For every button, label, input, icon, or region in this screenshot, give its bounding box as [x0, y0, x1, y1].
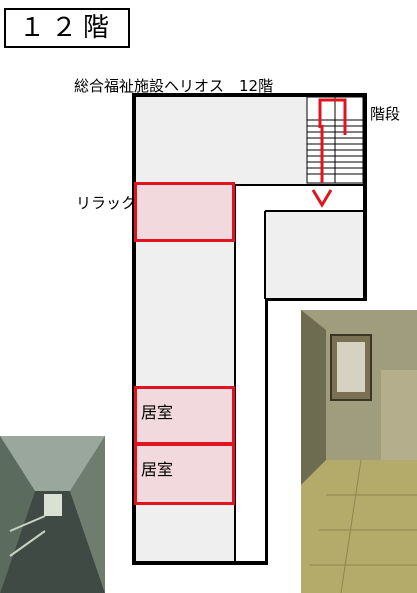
side-room — [266, 212, 363, 298]
room-2-label: 居室 — [141, 460, 174, 479]
corridor-area-vertical — [236, 186, 265, 561]
room-2: 居室 — [134, 443, 235, 505]
building-title: 総合福祉施設ヘリオス 12階 — [74, 77, 274, 95]
room-1-label: 居室 — [141, 403, 174, 422]
corridor-photo — [0, 436, 105, 593]
relax-room — [134, 182, 235, 242]
route-arrow — [311, 98, 347, 208]
tatami-room-photo — [301, 310, 417, 593]
room-1: 居室 — [134, 386, 235, 445]
floor-label: １２階 — [4, 8, 130, 48]
stairs-icon — [306, 96, 364, 184]
stairs-label: 階段 — [370, 105, 401, 123]
